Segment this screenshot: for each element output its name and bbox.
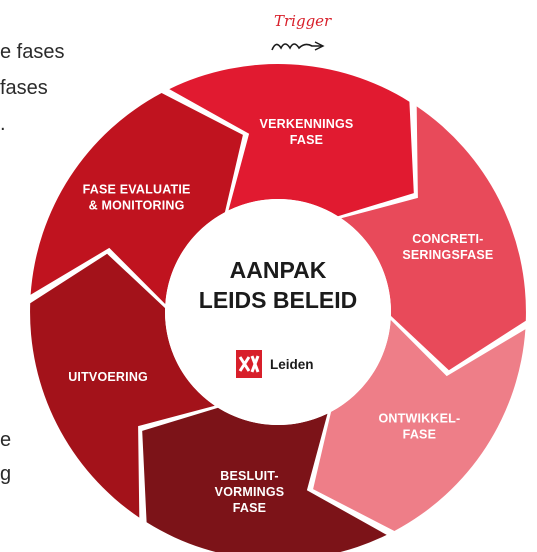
trigger-label: Trigger: [274, 12, 332, 30]
segment-labels: VERKENNINGS FASE CONCRETI- SERINGSFASE ONTWI…: [68, 117, 493, 515]
center-title-line1: AANPAK: [230, 257, 327, 283]
segment-evaluatie: [30, 93, 243, 305]
cycle-segments: [30, 64, 526, 552]
segment-ontwikkel: [313, 319, 526, 531]
segment-verkennings: [169, 64, 414, 217]
text-fragment: e: [0, 429, 12, 451]
segment-label-besluitvorming: BESLUIT-: [220, 469, 279, 483]
text-fragment: .: [0, 113, 6, 135]
segment-label-concretisering: SERINGSFASE: [402, 248, 493, 262]
segment-uitvoering: [30, 253, 215, 518]
segment-label-evaluatie: FASE EVALUATIE: [83, 183, 191, 197]
segment-label-besluitvorming: VORMINGS: [215, 485, 285, 499]
text-fragment: fases: [0, 77, 48, 99]
trigger-arrowhead-icon: [314, 41, 325, 51]
segment-label-concretisering: CONCRETI-: [412, 232, 483, 246]
segment-label-verkennings: VERKENNINGS: [260, 117, 354, 131]
text-fragment: e fases: [0, 41, 65, 63]
segment-label-ontwikkel: ONTWIKKEL-: [378, 412, 460, 426]
center-title-line2: LEIDS BELEID: [199, 287, 357, 313]
center-circle: [165, 199, 391, 425]
leiden-logo-icon: [236, 350, 262, 378]
segment-besluitvorming: [142, 407, 387, 552]
text-fragment: g: [0, 463, 12, 485]
segment-label-evaluatie: & MONITORING: [89, 199, 185, 213]
segment-label-uitvoering: UITVOERING: [68, 370, 148, 384]
segment-label-besluitvorming: FASE: [233, 501, 266, 515]
trigger-arrow-icon: [271, 43, 322, 51]
segment-label-verkennings: FASE: [290, 133, 323, 147]
logo-name: Leiden: [270, 357, 314, 372]
segment-label-ontwikkel: FASE: [403, 428, 436, 442]
segment-concretisering: [341, 106, 526, 371]
